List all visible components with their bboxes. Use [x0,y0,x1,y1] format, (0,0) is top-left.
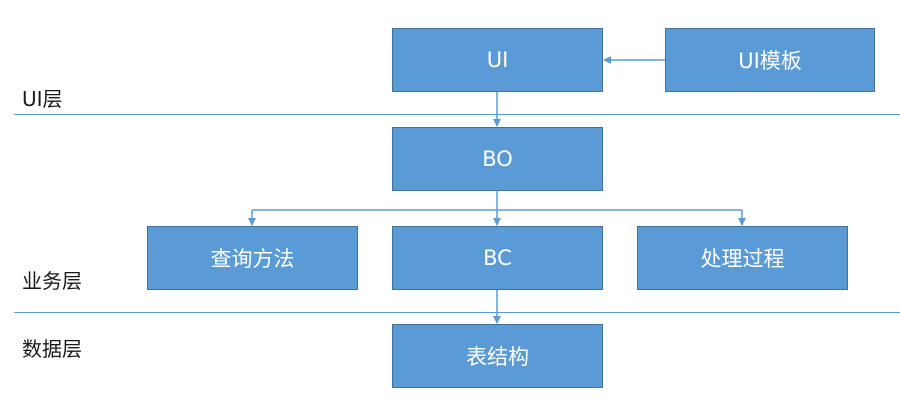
process-node: 处理过程 [637,226,848,290]
query-method-node: 查询方法 [147,226,358,290]
business-layer-label: 业务层 [22,269,82,293]
business-layer-divider [14,312,900,313]
table-structure-node-label: 表结构 [466,345,529,369]
bo-node-label: BO [482,147,513,171]
bo-node: BO [392,127,603,191]
ui-template-node: UI模板 [665,28,875,92]
process-node-label: 处理过程 [700,247,785,271]
bc-node: BC [392,226,603,290]
table-structure-node: 表结构 [392,324,603,388]
ui-node: UI [392,28,603,92]
ui-template-node-label: UI模板 [738,49,802,73]
ui-node-label: UI [486,48,509,72]
query-method-node-label: 查询方法 [210,247,295,271]
data-layer-label: 数据层 [22,337,82,361]
ui-layer-divider [14,114,900,115]
bc-node-label: BC [483,246,512,270]
ui-layer-label: UI层 [22,87,63,111]
